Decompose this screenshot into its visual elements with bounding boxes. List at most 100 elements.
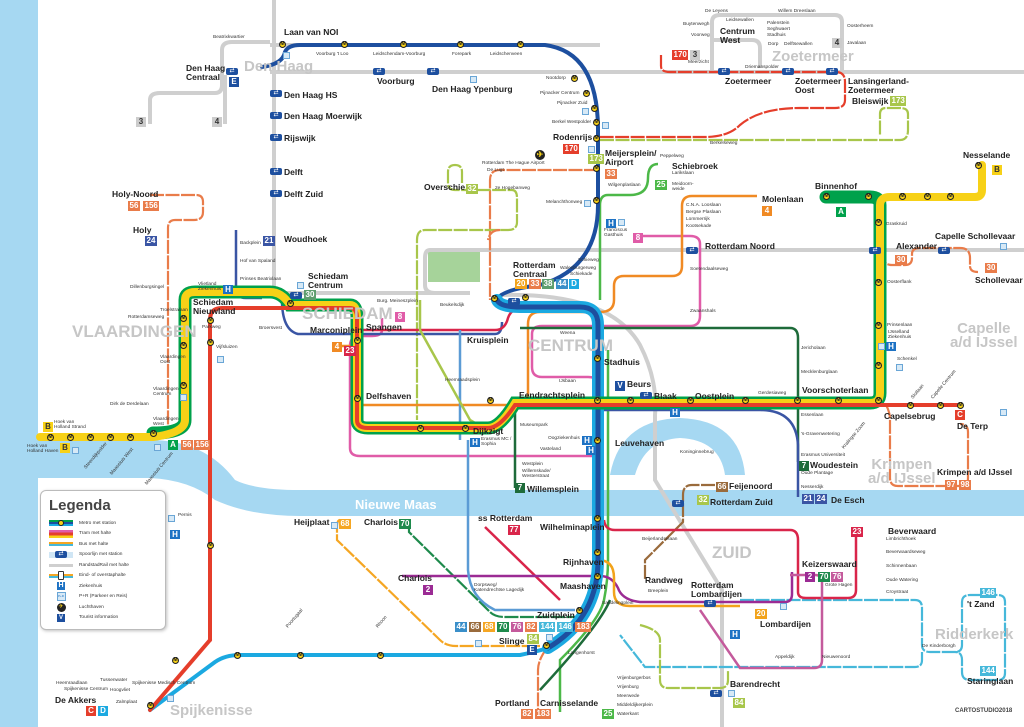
line-badge: 146	[980, 588, 997, 598]
stop-label: Beijerlandselaan	[642, 537, 678, 542]
metro-station-icon: M	[594, 573, 601, 580]
park-and-ride-icon	[1000, 243, 1007, 250]
district-label: Zoetermeer	[772, 48, 854, 65]
metro-station-icon: M	[947, 193, 954, 200]
metro-station-icon: M	[400, 41, 407, 48]
line-badge: 8	[395, 312, 405, 322]
line-badge: 24	[145, 236, 157, 246]
koningshaven	[610, 418, 745, 475]
train-station-icon: ⇄	[270, 134, 282, 141]
line-badge: 21	[263, 236, 275, 246]
train-lines	[148, 0, 1024, 727]
line-badge: 23	[851, 527, 863, 537]
train-station-icon: ⇄	[270, 168, 282, 175]
metro-station-icon: M	[491, 295, 498, 302]
station-label: Holy	[133, 225, 152, 235]
legend-item-train: ⇄Spoorlijn met station	[49, 550, 165, 561]
hospital-icon: H	[606, 219, 616, 228]
train-station-icon: ⇄	[270, 90, 282, 97]
legend-item-tram: Tram met halte	[49, 529, 165, 540]
stop-label: Koninginnebrug	[680, 450, 714, 455]
stop-label: Schiekade	[570, 272, 593, 277]
stop-label: Weena	[560, 331, 576, 336]
stop-label: Stadhuis	[767, 33, 786, 38]
train-station-icon: ⇄	[226, 68, 238, 75]
metro-station-icon: M	[593, 135, 600, 142]
stop-label: De Lugt	[487, 168, 504, 173]
station-label: Willemsplein	[527, 484, 579, 494]
park-and-ride-icon	[168, 515, 175, 522]
station-label: Den Haag HS	[284, 90, 338, 100]
metro-station-icon: M	[593, 165, 600, 172]
train-station-icon: ⇄	[270, 112, 282, 119]
station-label: Charlois	[398, 573, 433, 583]
stop-label: Sandelingplein	[602, 601, 634, 606]
park-and-ride-icon	[154, 444, 161, 451]
hospital-icon: H	[170, 530, 180, 539]
line-badge: C	[955, 410, 965, 420]
line-badge: C	[86, 706, 96, 716]
hospital-icon: H	[886, 342, 896, 351]
bus-68-line	[335, 518, 540, 648]
line-badge: 7	[799, 461, 809, 471]
metro-station-icon: M	[875, 397, 882, 404]
metro-station-icon: M	[583, 90, 590, 97]
line-badge: 76	[831, 572, 843, 582]
legend-title: Legenda	[49, 497, 111, 514]
park-and-ride-icon	[896, 364, 903, 371]
stop-label: Javalaan	[847, 41, 867, 46]
legend-item-randstadrail: RandstadRail met halte	[49, 560, 165, 571]
stop-label: Franciscus Gasthuis	[604, 228, 628, 238]
stop-label: De Kinderborgh	[922, 644, 956, 649]
stop-label: 's-Gravenwetering	[801, 432, 840, 437]
legend-item-metro: Metro met station	[49, 518, 165, 529]
stop-label: De Leyens	[705, 9, 728, 14]
metro-station-icon: M	[354, 395, 361, 402]
line-badge: 2	[423, 585, 433, 595]
station-label: Lansingerland- Zoetermeer	[848, 76, 909, 95]
line-badge: 4	[832, 38, 842, 48]
stop-label: Erasmus MC / Sophia	[481, 437, 512, 447]
stop-label: Essenlaan	[801, 413, 824, 418]
line-badge: 25	[655, 180, 667, 190]
metro-station-icon: M	[462, 425, 469, 432]
stop-label: Breeplein	[648, 589, 669, 594]
line-badge: 70	[399, 519, 411, 529]
line-badge: A	[168, 440, 178, 450]
metro-station-icon: M	[875, 219, 882, 226]
train-station-icon: ⇄	[427, 68, 439, 75]
station-label: Krimpen a/d IJssel	[937, 467, 1013, 477]
line-badge: 30	[985, 263, 997, 273]
metro-a-line	[146, 190, 887, 440]
district-label: Spijkenisse	[170, 702, 253, 719]
stop-label: Vrijenburgerbos	[617, 676, 651, 681]
stop-label: Leidschenveen	[490, 52, 523, 57]
line-badge: 183	[575, 622, 592, 632]
tram-line-icon	[49, 529, 73, 538]
station-label: Woudhoek	[284, 234, 328, 244]
stop-label: 2e Hogebanweg	[495, 186, 530, 191]
metro-station-icon: M	[207, 339, 214, 346]
station-label: Beurs	[627, 379, 652, 389]
stop-label: Zwaanshals	[690, 309, 716, 314]
metro-station-icon: M	[593, 197, 600, 204]
bus-173-line	[600, 106, 910, 142]
station-label: Binnenhof	[815, 181, 858, 191]
line-badge: 66	[716, 482, 728, 492]
train-station-icon: ⇄	[869, 247, 881, 254]
metro-station-icon: M	[180, 342, 187, 349]
station-label: Zoetermeer	[725, 76, 772, 86]
line-badge: 38	[542, 279, 554, 289]
line-badge: 44	[455, 622, 467, 632]
station-label: Eendrachtsplein	[519, 390, 586, 400]
station-label: Spangen	[366, 322, 402, 332]
stop-label: Mecklenburglaan	[801, 370, 838, 375]
train-station-icon: ⇄	[938, 247, 950, 254]
metro-station-icon: M	[172, 657, 179, 664]
stop-label: Dirk de Derdelaan	[110, 402, 149, 407]
cartostudio-credit: CARTOSTUDIO2018	[955, 708, 1013, 714]
station-label: Schollevaar	[975, 275, 1023, 285]
stop-label: IJsbaan	[559, 379, 576, 384]
line-badge: 84	[527, 634, 539, 644]
